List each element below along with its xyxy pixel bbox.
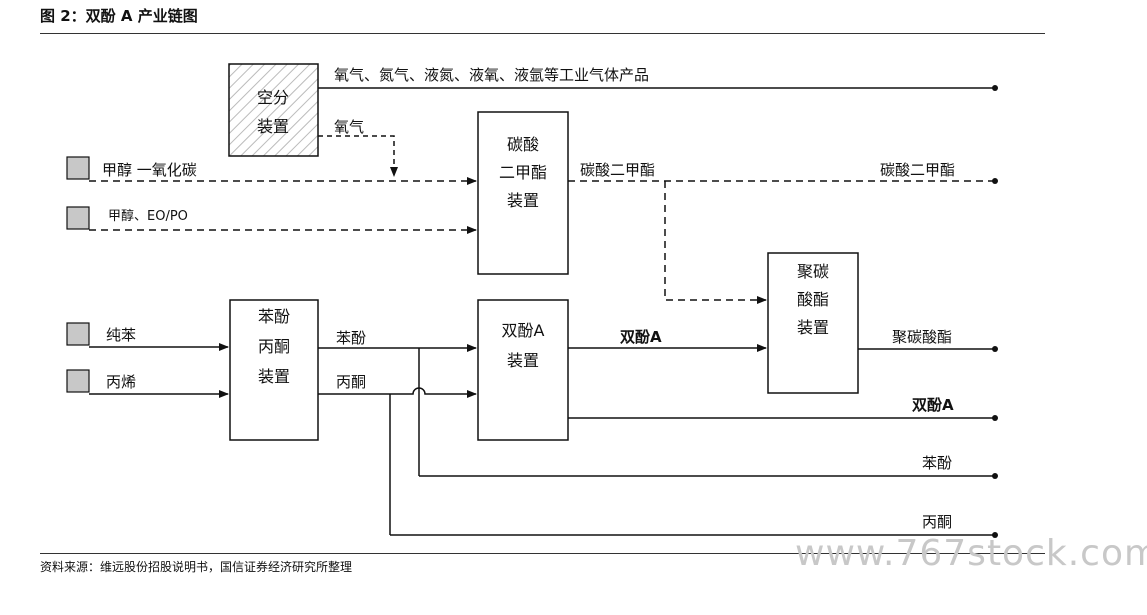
pc-label-1: 聚碳 [797,262,829,281]
bpa-mid-label: 双酚A [620,328,662,346]
dmc-output-label: 碳酸二甲酯 [880,161,955,179]
input-propylene-marker [66,369,90,393]
input-methanol-eo-po-marker [66,206,90,230]
phenol-mid-label: 苯酚 [336,329,366,347]
phenol-output-end [992,473,998,479]
pa-label-1: 苯酚 [258,307,290,326]
bpa-unit: 双酚A 装置 [477,299,569,441]
input-benzene-marker [66,322,90,346]
dmc-unit: 碳酸 二甲酯 装置 [477,111,569,275]
air-sep-label-2: 装置 [257,117,289,136]
source-note: 资料来源：维远股份招股说明书，国信证券经济研究所整理 [40,560,353,574]
pc-label-2: 酸酯 [797,290,829,309]
bpa-output-end [992,415,998,421]
dmc-to-pc-flow [664,181,767,304]
input-propylene-label: 丙烯 [106,373,136,391]
acetone-output-end [992,532,998,538]
dmc-output-end [992,178,998,184]
pc-label-3: 装置 [797,318,829,337]
pc-output-end [992,346,998,352]
bpa-output-label: 双酚A [912,396,954,414]
dmc-label-1: 碳酸 [507,135,539,154]
bottom-rule [40,553,1045,554]
figure-title: 图 2：双酚 A 产业链图 [40,7,198,25]
dmc-label-2: 二甲酯 [499,163,547,182]
pc-unit: 聚碳 酸酯 装置 [767,252,859,394]
phenol-output-label: 苯酚 [922,454,952,472]
acetone-mid-label: 丙酮 [336,373,366,391]
pa-label-2: 丙酮 [258,337,290,356]
air-separation-unit: 空分 装置 [228,63,319,157]
pc-output-label: 聚碳酸酯 [892,328,952,346]
air-sep-label-1: 空分 [257,88,289,107]
dmc-mid-label: 碳酸二甲酯 [580,161,655,179]
oxygen-flow [318,135,398,177]
watermark: www.767stock.com [795,533,1147,574]
input-methanol-co-label: 甲醇 一氧化碳 [102,161,197,179]
input-methanol-eo-po-label: 甲醇、EO/PO [108,208,188,224]
top-rule [40,33,1045,34]
acetone-output-label: 丙酮 [922,513,952,531]
dmc-label-3: 装置 [507,191,539,210]
bpa-unit-label-2: 装置 [507,351,539,370]
phenol-acetone-unit: 苯酚 丙酮 装置 [229,299,319,441]
oxygen-label: 氧气 [334,118,364,136]
bpa-unit-label-1: 双酚A [502,321,545,340]
gas-products-label: 氧气、氮气、液氮、液氧、液氩等工业气体产品 [334,66,649,84]
pa-label-3: 装置 [258,367,290,386]
input-methanol-co-marker [66,156,90,180]
gas-products-end [992,85,998,91]
input-benzene-label: 纯苯 [106,326,136,344]
